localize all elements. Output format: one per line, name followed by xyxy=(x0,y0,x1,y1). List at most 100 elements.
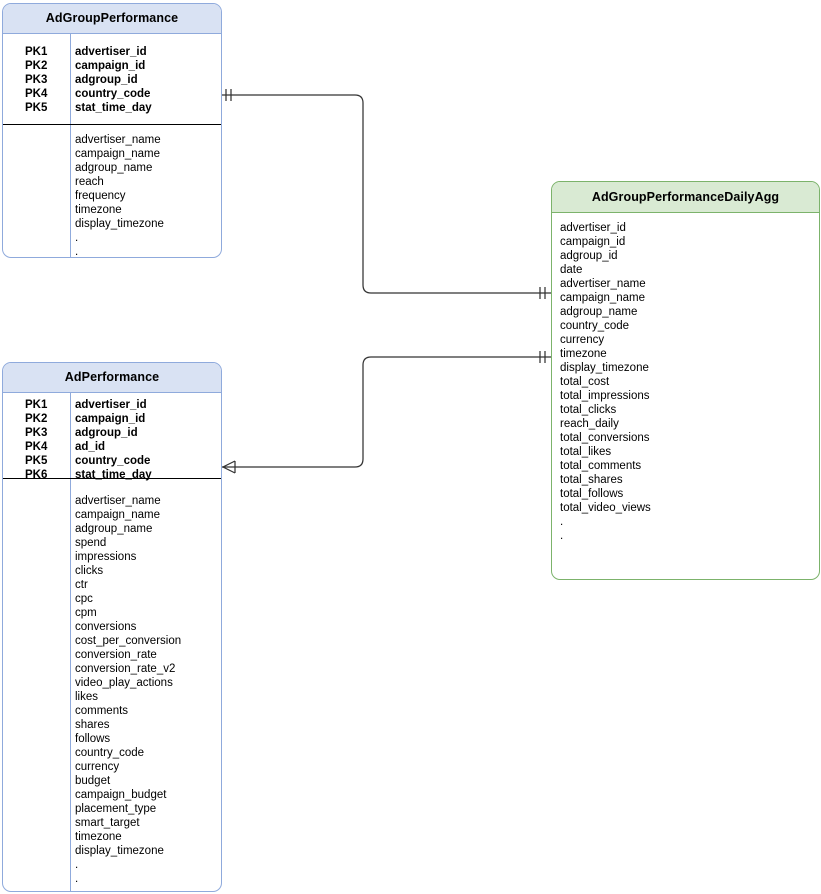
pk-label: PK3 xyxy=(25,74,48,86)
pk-label: PK5 xyxy=(25,455,48,467)
attribute-field: shares xyxy=(75,719,110,731)
attribute-field: total_cost xyxy=(560,376,610,388)
attribute-field: total_comments xyxy=(560,460,642,472)
attribute-field: cost_per_conversion xyxy=(75,635,182,647)
pk-field: country_code xyxy=(75,455,151,467)
attribute-ellipsis: . xyxy=(560,516,564,528)
attribute-field: comments xyxy=(75,705,129,717)
pk-field: campaign_id xyxy=(75,413,146,425)
attribute-column: advertiser_id campaign_id adgroup_id dat… xyxy=(560,221,651,543)
attribute-field: advertiser_name xyxy=(75,495,161,507)
attribute-field: total_conversions xyxy=(560,432,650,444)
entity-body-adgroupperformancedailyagg: advertiser_id campaign_id adgroup_id dat… xyxy=(552,213,819,579)
pk-label: PK4 xyxy=(25,441,48,453)
pk-field: adgroup_id xyxy=(75,74,138,86)
pk-field: advertiser_id xyxy=(75,46,147,58)
pk-field: ad_id xyxy=(75,441,106,453)
attribute-field: conversion_rate xyxy=(75,649,157,661)
entity-adperformance[interactable]: AdPerformance PK1 PK2 PK3 PK4 PK5 PK6 ad… xyxy=(2,362,222,892)
pk-label: PK4 xyxy=(25,88,48,100)
attribute-field: video_play_actions xyxy=(75,677,173,689)
attribute-field: display_timezone xyxy=(75,218,164,230)
attribute-field: cpc xyxy=(75,593,93,605)
attribute-field: total_shares xyxy=(560,474,623,486)
attribute-field: advertiser_name xyxy=(560,278,646,290)
attribute-field: campaign_name xyxy=(75,509,161,521)
relationship-adperformance-dailyagg xyxy=(221,351,551,474)
attribute-ellipsis: . xyxy=(75,246,79,258)
column-divider xyxy=(70,393,71,891)
attribute-column: advertiser_name campaign_name adgroup_na… xyxy=(75,494,181,886)
pk-label: PK3 xyxy=(25,427,48,439)
attribute-field: impressions xyxy=(75,551,137,563)
attribute-field: campaign_id xyxy=(560,236,626,248)
attribute-field: spend xyxy=(75,537,107,549)
entity-adgroupperformance[interactable]: AdGroupPerformance PK1 PK2 PK3 PK4 PK5 a… xyxy=(2,3,222,258)
attribute-field: timezone xyxy=(75,831,122,843)
attribute-field: clicks xyxy=(75,565,104,577)
attribute-ellipsis: . xyxy=(75,232,79,244)
attribute-field: advertiser_id xyxy=(560,222,626,234)
attribute-field: advertiser_name xyxy=(75,134,161,146)
pk-label-column: PK1 PK2 PK3 PK4 PK5 xyxy=(3,45,70,115)
attribute-field: adgroup_name xyxy=(560,306,638,318)
entity-adgroupperformancedailyagg[interactable]: AdGroupPerformanceDailyAgg advertiser_id… xyxy=(551,181,820,580)
attribute-field: total_video_views xyxy=(560,502,651,514)
column-divider xyxy=(70,34,71,257)
pk-label: PK1 xyxy=(25,46,48,58)
pk-label: PK5 xyxy=(25,102,48,114)
pk-field: stat_time_day xyxy=(75,102,152,114)
attribute-field: display_timezone xyxy=(560,362,649,374)
entity-title-adperformance: AdPerformance xyxy=(3,363,221,393)
attribute-field: cpm xyxy=(75,607,97,619)
attribute-field: conversions xyxy=(75,621,137,633)
pk-field: campaign_id xyxy=(75,60,146,72)
attribute-ellipsis: . xyxy=(75,859,79,871)
attribute-field: currency xyxy=(75,761,120,773)
attribute-field: adgroup_id xyxy=(560,250,618,262)
relationship-adgroupperformance-dailyagg xyxy=(222,89,551,299)
pk-field-column: advertiser_id campaign_id adgroup_id cou… xyxy=(75,45,152,115)
attribute-field: date xyxy=(560,264,583,276)
pk-field: country_code xyxy=(75,88,151,100)
attribute-field: campaign_name xyxy=(75,148,161,160)
pk-field: advertiser_id xyxy=(75,399,147,411)
entity-body-adgroupperformance: PK1 PK2 PK3 PK4 PK5 advertiser_id campai… xyxy=(3,34,221,257)
entity-title-adgroupperformance: AdGroupPerformance xyxy=(3,4,221,34)
attribute-field: total_follows xyxy=(560,488,624,500)
attribute-field: country_code xyxy=(560,320,630,332)
attribute-field: frequency xyxy=(75,190,126,202)
attribute-field: conversion_rate_v2 xyxy=(75,663,176,675)
attribute-field: timezone xyxy=(560,348,607,360)
pk-section-divider xyxy=(3,478,221,479)
attribute-field: smart_target xyxy=(75,817,140,829)
attribute-field: budget xyxy=(75,775,111,787)
pk-label: PK6 xyxy=(25,469,48,481)
attribute-field: country_code xyxy=(75,747,145,759)
attribute-field: placement_type xyxy=(75,803,157,815)
crowsfoot-marker xyxy=(221,460,236,474)
attribute-field: adgroup_name xyxy=(75,162,153,174)
pk-field: stat_time_day xyxy=(75,469,152,481)
attribute-ellipsis: . xyxy=(560,530,564,542)
attribute-ellipsis: . xyxy=(75,873,79,885)
pk-label-column: PK1 PK2 PK3 PK4 PK5 PK6 xyxy=(3,398,70,482)
attribute-field: total_impressions xyxy=(560,390,650,402)
attribute-field: follows xyxy=(75,733,111,745)
attribute-field: ctr xyxy=(75,579,88,591)
attribute-field: reach xyxy=(75,176,104,188)
attribute-field: currency xyxy=(560,334,605,346)
pk-label: PK2 xyxy=(25,60,48,72)
attribute-field: reach_daily xyxy=(560,418,619,430)
entity-title-adgroupperformancedailyagg: AdGroupPerformanceDailyAgg xyxy=(552,182,819,213)
attribute-field: campaign_budget xyxy=(75,789,167,801)
pk-section-divider xyxy=(3,124,221,125)
attribute-column: advertiser_name campaign_name adgroup_na… xyxy=(75,133,164,258)
entity-body-adperformance: PK1 PK2 PK3 PK4 PK5 PK6 advertiser_id ca… xyxy=(3,393,221,891)
attribute-field: display_timezone xyxy=(75,845,164,857)
attribute-field: total_clicks xyxy=(560,404,617,416)
attribute-field: campaign_name xyxy=(560,292,646,304)
pk-field: adgroup_id xyxy=(75,427,138,439)
attribute-field: total_likes xyxy=(560,446,612,458)
